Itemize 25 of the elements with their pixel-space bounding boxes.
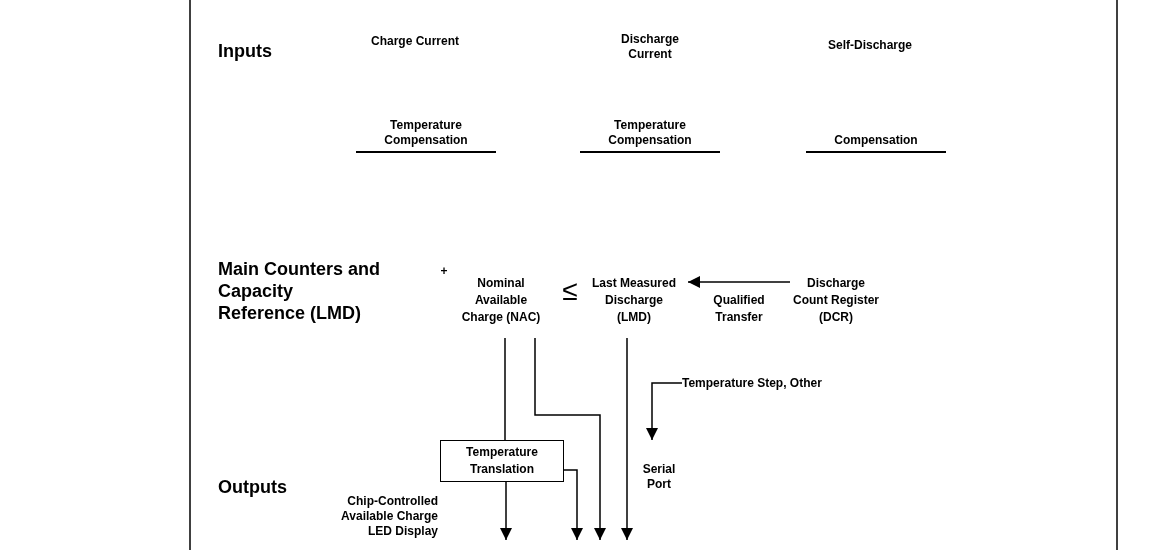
underlined-label: Compensation (806, 133, 946, 153)
arrow (534, 337, 606, 541)
input-label: Charge Current (370, 34, 460, 49)
input-label: Self-Discharge (827, 38, 913, 53)
row-heading: Outputs (218, 476, 288, 498)
row-heading: Inputs (218, 40, 273, 62)
plus-sign: + (439, 264, 449, 279)
arrow (646, 382, 683, 441)
box-label: Temperature Translation (465, 444, 539, 478)
arrow (687, 276, 791, 288)
relation-symbol: ≤ (561, 276, 579, 306)
output-label: Chip-Controlled Available Charge LED Display (340, 494, 438, 539)
counter-text: Nominal Available Charge (NAC) (460, 274, 542, 326)
register-text: Discharge Count Register (DCR) (792, 274, 880, 326)
process-box (440, 440, 564, 482)
arrow (563, 469, 583, 541)
output-label: Serial Port (641, 462, 677, 492)
underlined-label: Temperature Compensation (356, 118, 496, 153)
input-text: Temperature Step, Other (682, 374, 822, 392)
arrow (621, 337, 633, 541)
counter-text: Last Measured Discharge (LMD) (591, 274, 677, 326)
arrow (500, 481, 512, 541)
input-label: Discharge Current (620, 32, 680, 62)
row-heading: Main Counters and Capacity Reference (LMD) (218, 258, 381, 324)
underlined-label: Temperature Compensation (580, 118, 720, 153)
